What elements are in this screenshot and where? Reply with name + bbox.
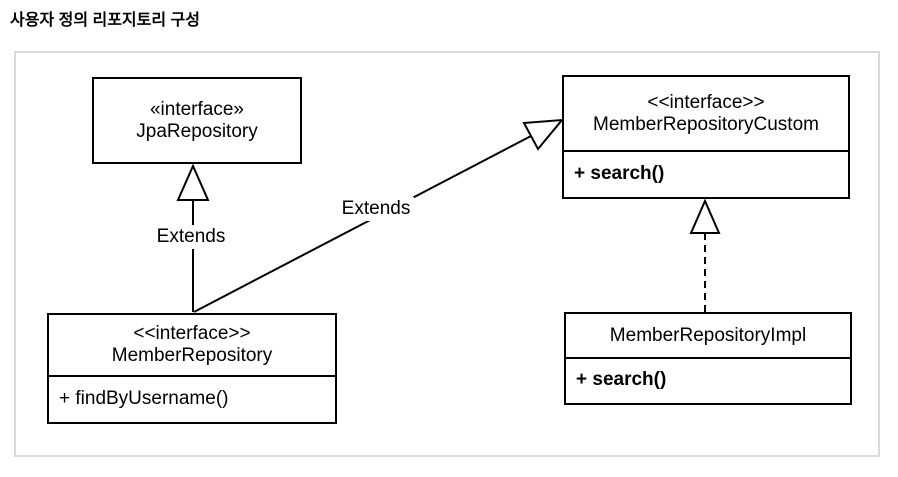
class-method: + search() xyxy=(574,162,665,184)
class-name: MemberRepositoryImpl xyxy=(609,324,807,346)
class-box-memberrepositoryimpl: MemberRepositoryImpl + search() xyxy=(564,312,852,405)
class-name: MemberRepositoryCustom xyxy=(593,113,819,135)
class-box-memberrepositorycustom: <<interface>> MemberRepositoryCustom + s… xyxy=(562,75,850,199)
uml-diagram-canvas: «interface» JpaRepository <<interface>> … xyxy=(14,51,880,457)
class-title-compartment: <<interface>> MemberRepositoryCustom xyxy=(564,77,848,150)
class-methods-compartment: + search() xyxy=(564,150,848,195)
class-title-compartment: «interface» JpaRepository xyxy=(94,79,300,162)
class-methods-compartment: + search() xyxy=(566,357,850,401)
edge-label-extends: Extends xyxy=(153,225,229,249)
edge-label-extends: Extends xyxy=(338,197,414,221)
class-methods-compartment: + findByUsername() xyxy=(49,375,335,420)
class-method: + search() xyxy=(576,369,667,390)
class-stereotype: «interface» xyxy=(149,98,244,120)
class-stereotype: <<interface>> xyxy=(647,91,765,113)
class-title-compartment: MemberRepositoryImpl xyxy=(566,314,850,357)
realization-arrow-memberrepositorycustom xyxy=(689,198,721,312)
generalization-arrow-memberrepositorycustom xyxy=(193,118,565,313)
relation-edges-layer xyxy=(176,118,721,313)
generalization-arrow-jparepository xyxy=(176,163,210,312)
class-method: + findByUsername() xyxy=(59,387,229,409)
class-name: MemberRepository xyxy=(111,345,273,366)
class-box-memberrepository: <<interface>> MemberRepository + findByU… xyxy=(47,313,337,424)
class-stereotype: <<interface>> xyxy=(133,323,251,344)
class-title-compartment: <<interface>> MemberRepository xyxy=(49,315,335,375)
class-box-jparepository: «interface» JpaRepository xyxy=(92,77,302,164)
page-title: 사용자 정의 리포지토리 구성 xyxy=(10,12,200,29)
class-name: JpaRepository xyxy=(136,120,258,142)
